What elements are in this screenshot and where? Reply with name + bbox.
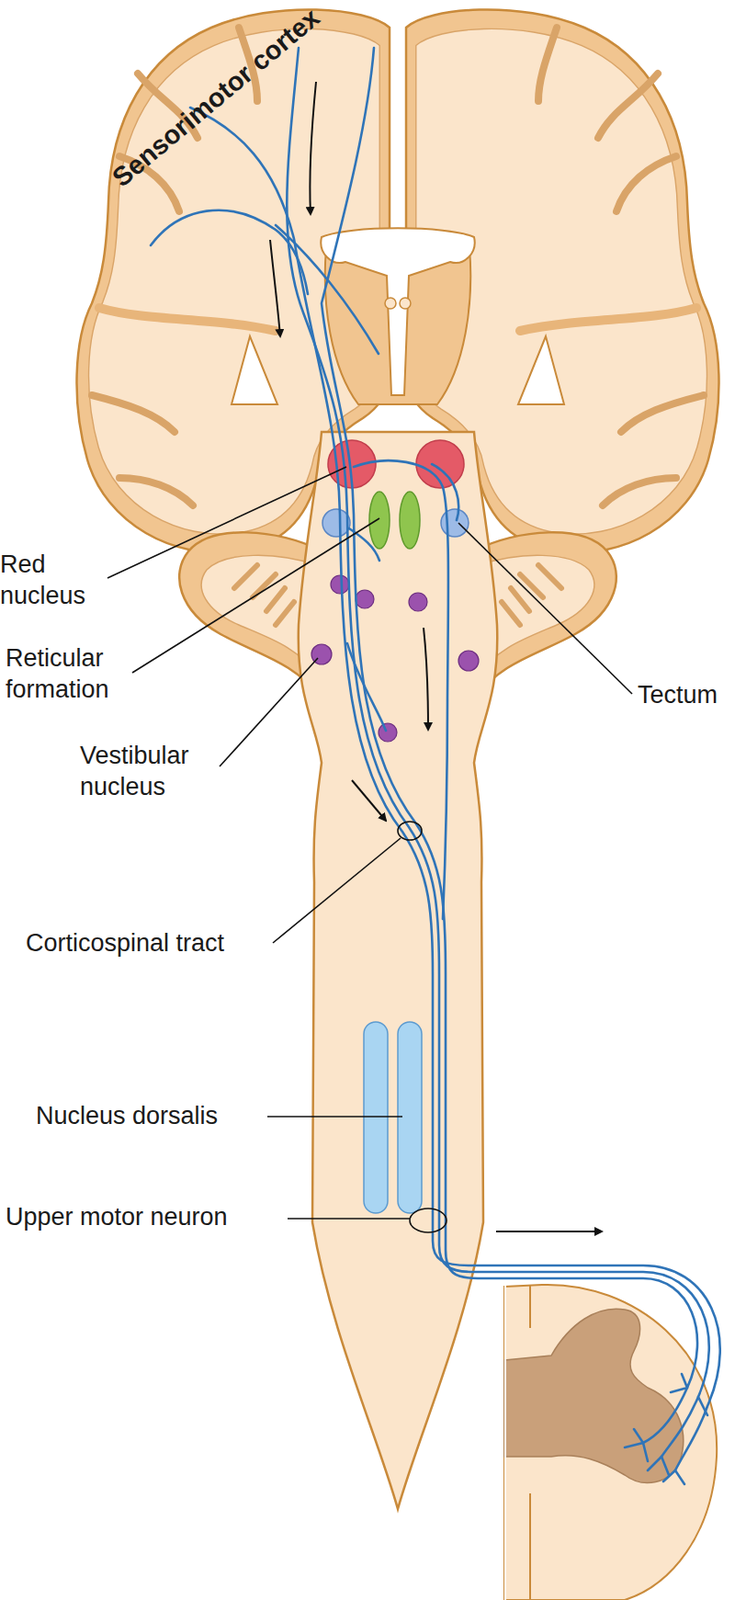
structure-label: Tectum: [637, 679, 735, 712]
tract-marker: [409, 1208, 447, 1233]
axon: [275, 225, 379, 354]
leader-line: [219, 657, 318, 767]
leader-line: [132, 518, 380, 673]
axon: [321, 47, 698, 1443]
axon: [190, 107, 721, 1470]
tectum: [322, 508, 351, 537]
axon: [150, 210, 308, 294]
reticular-formation: [399, 491, 420, 549]
structure-label: Corticospinal tract: [25, 927, 274, 960]
flow-arrow: [496, 1230, 602, 1233]
leader-line: [287, 1217, 410, 1220]
leader-line: [458, 522, 633, 694]
brainstem-nucleus: [378, 723, 397, 742]
cord-section: [504, 1284, 717, 1600]
ventricle: [320, 227, 475, 396]
fornix: [399, 297, 411, 309]
brainstem-spinal-cord: [298, 431, 498, 1509]
nucleus-dorsalis: [363, 1021, 388, 1213]
structure-label: Upper motor neuron: [5, 1201, 291, 1233]
axon: [286, 47, 709, 1457]
flow-arrow: [309, 81, 317, 215]
structure-label: Nucleus dorsalis: [35, 1100, 266, 1132]
axon: [347, 643, 386, 731]
structure-label: Vestibular nucleus: [79, 740, 218, 803]
flow-arrow: [351, 780, 386, 821]
vestibular-nucleus: [458, 650, 479, 671]
reticular-formation: [369, 491, 390, 549]
leader-line: [267, 1115, 403, 1118]
flow-arrow: [270, 239, 281, 337]
brainstem-nucleus: [355, 589, 374, 609]
axon: [349, 528, 380, 561]
median-fissure: [529, 1285, 532, 1600]
tract-marker: [397, 821, 422, 840]
axon-terminal: [624, 1373, 708, 1484]
brainstem-nucleus: [408, 592, 428, 611]
fornix: [384, 297, 396, 309]
axon: [353, 460, 449, 919]
section-cut: [504, 1281, 507, 1600]
brainstem-nucleus: [330, 575, 350, 594]
tectum: [441, 508, 469, 537]
flow-arrow: [423, 627, 429, 730]
structure-label: Reticular formation: [5, 643, 135, 706]
structure-label: Red nucleus: [0, 549, 111, 612]
nucleus-dorsalis: [397, 1021, 422, 1213]
leader-line: [272, 837, 401, 943]
axon: [431, 463, 459, 521]
gray-matter: [504, 1308, 684, 1482]
